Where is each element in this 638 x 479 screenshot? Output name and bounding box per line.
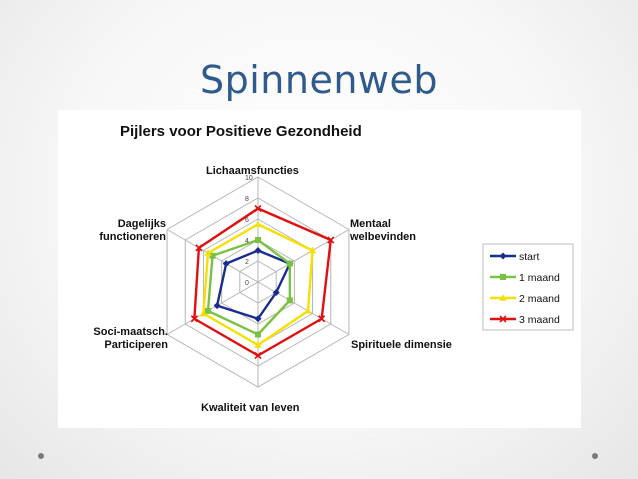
legend-label: start [519, 251, 540, 263]
axis-label: Soci-maatsch. [93, 326, 168, 338]
tick-label: 10 [245, 175, 253, 182]
axis-label: Lichaamsfuncties [206, 165, 299, 177]
data-point [286, 297, 293, 304]
data-point [272, 289, 280, 296]
data-point [190, 315, 198, 323]
data-point [222, 260, 230, 268]
data-point [254, 247, 262, 254]
tick-label: 8 [245, 196, 249, 203]
legend-marker [499, 252, 507, 260]
axis-spoke [257, 281, 350, 335]
data-point [213, 302, 221, 310]
data-point [255, 331, 261, 338]
data-point [254, 315, 262, 323]
axis-label: functioneren [99, 231, 166, 243]
axis-label: welbevinden [349, 231, 416, 243]
data-point [254, 220, 262, 228]
axis-labels: 0 2 4 6 8 10LichaamsfunctiesMentaalwelbevinde… [93, 165, 451, 414]
data-point [327, 236, 335, 244]
tick-label: 2 [245, 259, 249, 266]
axis-label: Mentaal [350, 218, 391, 230]
axis-label: Dagelijks [118, 218, 166, 230]
data-point [204, 307, 211, 314]
data-point [204, 249, 212, 256]
axis-label: Kwaliteit van leven [201, 402, 300, 414]
data-point [195, 244, 203, 252]
axis-spoke [257, 229, 350, 283]
data-point [318, 315, 326, 323]
tick-label: 4 [245, 238, 249, 245]
tick-label: 0 [245, 280, 249, 287]
radar-chart-panel: Pijlers voor Positieve Gezondheid 0 2 4 6 8 1… [58, 110, 581, 428]
data-point [199, 309, 208, 317]
radar-series [190, 204, 335, 360]
legend-frame [482, 243, 574, 331]
data-point [286, 260, 293, 267]
axis-label: Spirituele dimensie [351, 339, 452, 351]
legend-marker [499, 315, 507, 323]
legend-label: 2 maand [519, 293, 560, 305]
nav-dot-right[interactable] [592, 453, 598, 459]
data-point [255, 237, 261, 243]
tick-label: 6 [245, 217, 249, 224]
legend-label: 1 maand [519, 272, 560, 284]
legend-marker [500, 274, 506, 280]
radar-chart: Pijlers voor Positieve Gezondheid 0 2 4 6 8 1… [93, 123, 574, 414]
legend-label: 3 maand [519, 314, 560, 326]
data-point [209, 252, 216, 259]
axis-spoke [166, 281, 259, 335]
data-point [254, 351, 262, 360]
nav-dot-left[interactable] [38, 453, 44, 459]
axis-label: Participeren [104, 339, 168, 351]
legend-marker [499, 294, 507, 301]
data-point [304, 307, 312, 314]
data-point [308, 246, 317, 254]
slide-title: Spinnenweb [199, 58, 438, 102]
data-point [254, 341, 262, 348]
legend: start 1 maand 2 maand 3 maand [482, 243, 574, 331]
chart-title: Pijlers voor Positieve Gezondheid [120, 123, 362, 140]
data-point [254, 204, 262, 213]
